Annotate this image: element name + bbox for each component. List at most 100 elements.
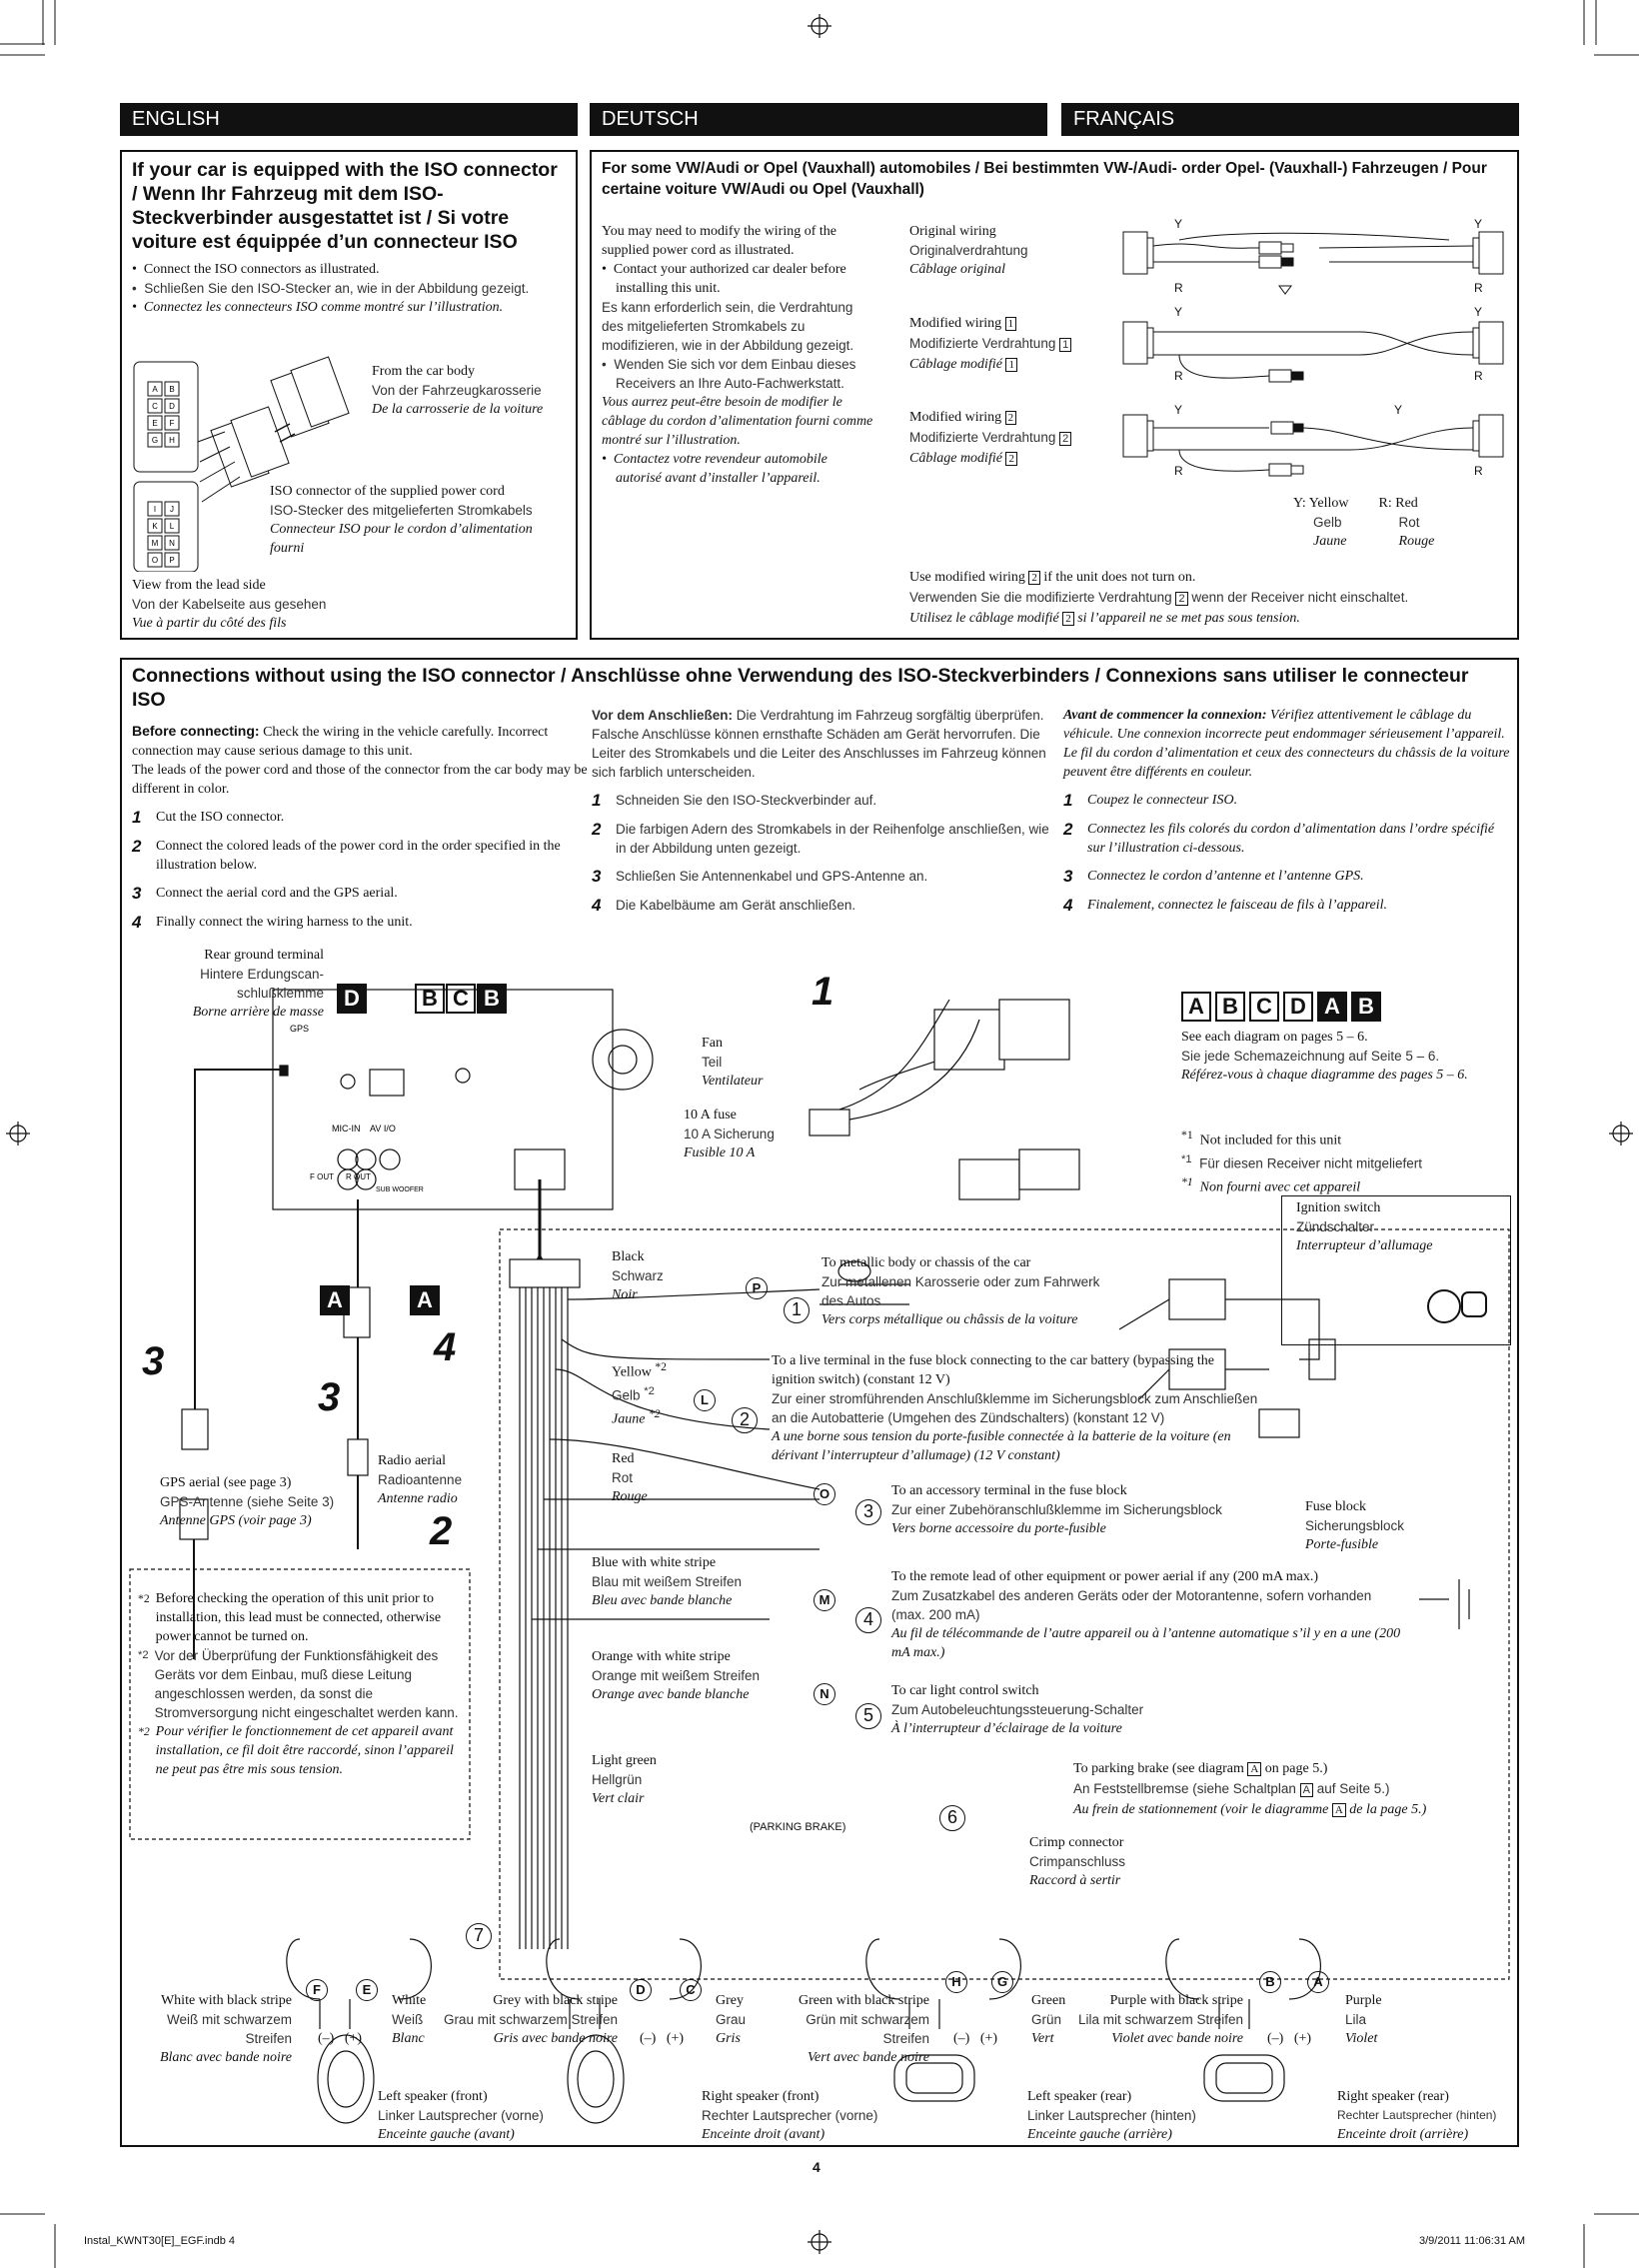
steps-en: Before connecting: Check the wiring in t… — [132, 723, 588, 932]
lang-tab-deutsch: DEUTSCH — [590, 103, 1047, 136]
lead-letter-g: G — [991, 1971, 1013, 1993]
registration-mark-icon — [6, 14, 1633, 2254]
lang-tab-english: ENGLISH — [120, 103, 578, 136]
terminal-badge-d: D — [337, 984, 367, 1014]
steps-fr: Avant de commencer la connexion: Vérifie… — [1063, 708, 1510, 915]
lead-letter-b: B — [1259, 1971, 1281, 1993]
svg-text:L: L — [170, 522, 175, 531]
step-marker-3-radio: 3 — [318, 1375, 341, 1419]
terminal-badge-c: C — [446, 984, 476, 1014]
iso-bullet-de: • Schließen Sie den ISO-Stecker an, wie … — [132, 281, 530, 296]
lr-polarity: (–) (+) — [953, 2031, 998, 2046]
svg-text:R: R — [1174, 464, 1183, 478]
svg-text:Y: Y — [1174, 305, 1182, 319]
svg-text:D: D — [169, 402, 175, 411]
front-out-label: F OUT — [310, 1172, 334, 1181]
rf-polarity: (–) (+) — [640, 2031, 685, 2046]
svg-text:E: E — [152, 419, 157, 428]
right-front-speaker-label: Right speaker (front)Rechter Lautspreche… — [702, 2089, 878, 2142]
vw-title: For some VW/Audi or Opel (Vauxhall) auto… — [602, 160, 1487, 198]
lead-letter-d: D — [630, 1979, 652, 2001]
vw-audi-section: For some VW/Audi or Opel (Vauxhall) auto… — [590, 150, 1519, 640]
iso-power-connector-label: ISO connector of the supplied power cord… — [270, 484, 533, 556]
gps-port-label: GPS — [290, 1024, 309, 1034]
lead-letter-f: F — [306, 1979, 328, 2001]
lead-letter-h: H — [945, 1971, 967, 1993]
rr-polarity: (–) (+) — [1267, 2031, 1312, 2046]
terminal-badge-a-1: A — [320, 1285, 350, 1315]
wire-number-1: 1 — [784, 1297, 810, 1323]
svg-text:R: R — [1174, 281, 1183, 295]
svg-text:N: N — [169, 539, 175, 548]
parking-brake-tag: (PARKING BRAKE) — [750, 1821, 846, 1833]
svg-text:J: J — [170, 505, 174, 514]
connections-title: Connections without using the ISO connec… — [132, 665, 1469, 711]
iso-section: If your car is equipped with the ISO con… — [120, 150, 578, 640]
wire-number-2: 2 — [732, 1407, 758, 1433]
svg-text:P: P — [169, 556, 174, 565]
iso-connector-illustration: A B C D E F G H I J K L M N O P — [133, 356, 350, 572]
accessory-terminal-label: To an accessory terminal in the fuse blo… — [891, 1483, 1222, 1536]
wire-number-4: 4 — [855, 1607, 881, 1633]
lead-letter-o: O — [814, 1483, 835, 1505]
right-rear-speaker-label: Right speaker (rear)Rechter Lautsprecher… — [1337, 2089, 1497, 2142]
svg-text:I: I — [154, 505, 156, 514]
svg-text:H: H — [169, 436, 175, 445]
svg-text:Y: Y — [1474, 305, 1482, 319]
svg-text:O: O — [152, 556, 158, 565]
mic-in-port-label: MIC-IN — [332, 1124, 361, 1134]
page-number: 4 — [813, 2159, 820, 2175]
wire-number-6: 6 — [939, 1805, 965, 1831]
footer-filename: Instal_KWNT30[E]_EGF.indb 4 — [84, 2235, 236, 2247]
connections-section: Connections without using the ISO connec… — [120, 658, 1519, 2147]
svg-text:F: F — [170, 419, 175, 428]
remote-lead-label: To the remote lead of other equipment or… — [891, 1569, 1401, 1660]
lf-polarity: (–) (+) — [318, 2031, 363, 2046]
step-marker-2: 2 — [430, 1509, 453, 1553]
svg-text:M: M — [152, 539, 159, 548]
wire-number-3: 3 — [855, 1499, 881, 1525]
modified-wiring-1-label: Modified wiring 1 Modifizierte Verdrahtu… — [909, 314, 1129, 375]
step-marker-4: 4 — [434, 1325, 457, 1369]
svg-text:A: A — [152, 385, 158, 394]
wire-number-5: 5 — [855, 1703, 881, 1729]
subwoofer-label: SUB WOOFER — [376, 1186, 424, 1193]
left-rear-speaker-label: Left speaker (rear)Linker Lautsprecher (… — [1027, 2089, 1196, 2142]
live-terminal-label: To a live terminal in the fuse block con… — [772, 1353, 1258, 1463]
svg-text:Y: Y — [1474, 217, 1482, 231]
footer-timestamp: 3/9/2011 11:06:31 AM — [1419, 2235, 1526, 2247]
lead-letter-c: C — [680, 1979, 702, 2001]
svg-text:R: R — [1474, 464, 1483, 478]
svg-text:R: R — [1474, 281, 1483, 295]
key-icon — [1427, 1289, 1487, 1323]
av-io-port-label: AV I/O — [370, 1124, 396, 1134]
lead-letter-p: P — [746, 1277, 768, 1299]
see-diagram-pages-label: See each diagram on pages 5 – 6.Sie jede… — [1181, 1030, 1468, 1083]
lang-tab-francais: FRANÇAIS — [1061, 103, 1519, 136]
svg-text:R: R — [1474, 369, 1483, 383]
